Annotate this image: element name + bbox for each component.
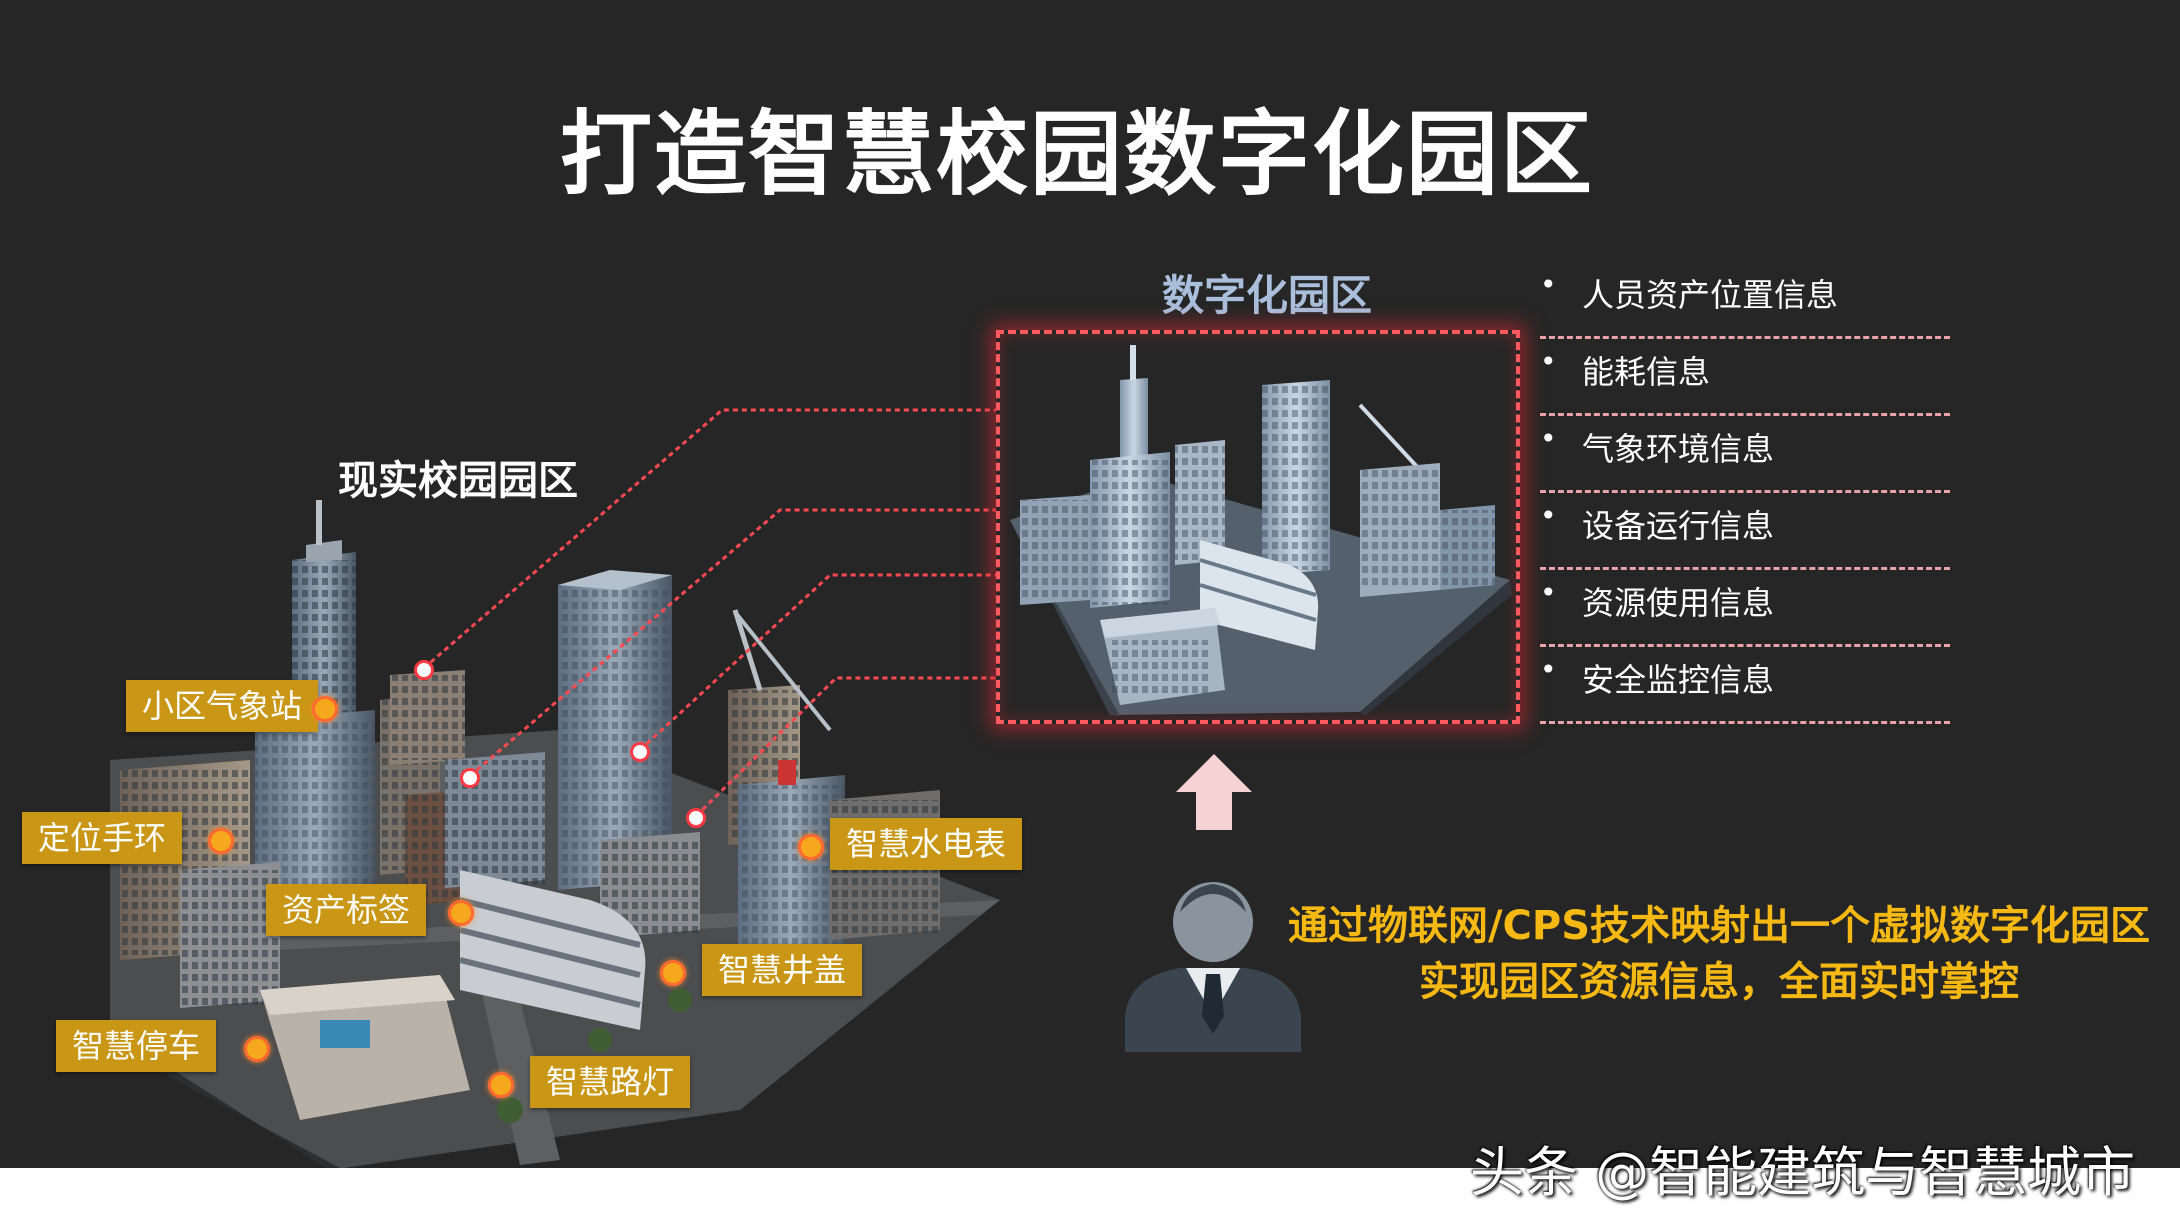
sensor-dot xyxy=(208,828,234,854)
message-line-2: 实现园区资源信息，全面实时掌控 xyxy=(1419,959,2019,1005)
bullet-icon: • xyxy=(1540,653,1557,686)
connector-lines xyxy=(423,408,996,818)
connector-dot-4 xyxy=(686,808,706,828)
connector-line-2 xyxy=(469,508,996,778)
sensor-dot xyxy=(312,696,338,722)
digital-campus-frame xyxy=(996,330,1520,724)
list-item: • 能耗信息 xyxy=(1540,339,1950,416)
list-item: • 气象环境信息 xyxy=(1540,416,1950,493)
businessman-icon xyxy=(1125,882,1301,1052)
tag-weather-station: 小区气象站 xyxy=(126,680,319,732)
bullet-icon: • xyxy=(1540,499,1557,532)
tag-street-light: 智慧路灯 xyxy=(530,1056,691,1108)
connector-dot-2 xyxy=(460,768,480,788)
digital-campus-label: 数字化园区 xyxy=(1162,271,1373,320)
list-item: • 安全监控信息 xyxy=(1540,647,1950,724)
sensor-dot xyxy=(488,1072,514,1098)
list-item: • 资源使用信息 xyxy=(1540,570,1950,647)
bullet-icon: • xyxy=(1540,422,1557,455)
watermark: 头条 @智能建筑与智慧城市 xyxy=(1470,1141,2136,1204)
list-item: • 设备运行信息 xyxy=(1540,493,1950,570)
bullet-icon: • xyxy=(1540,268,1557,301)
sensor-dot xyxy=(448,900,474,926)
summary-message: 通过物联网/CPS技术映射出一个虚拟数字化园区 实现园区资源信息，全面实时掌控 xyxy=(1262,898,2176,1010)
connector-dot-3 xyxy=(630,742,650,762)
slide: 打造智慧校园数字化园区 xyxy=(0,0,2180,1168)
bullet-icon: • xyxy=(1540,345,1557,378)
connector-line-4 xyxy=(694,676,996,818)
sensor-dot xyxy=(660,960,686,986)
tag-asset: 资产标签 xyxy=(266,884,427,936)
tag-bracelet: 定位手环 xyxy=(22,812,183,864)
tag-water-meter: 智慧水电表 xyxy=(830,818,1023,870)
page-title: 打造智慧校园数字化园区 xyxy=(560,101,1595,208)
up-arrow-icon xyxy=(1176,754,1252,830)
bullet-icon: • xyxy=(1540,576,1557,609)
connector-dot-1 xyxy=(414,660,434,680)
digital-campus-illustration xyxy=(1010,345,1512,716)
connector-line-3 xyxy=(638,573,996,752)
sensor-dot xyxy=(244,1036,270,1062)
tag-parking: 智慧停车 xyxy=(56,1020,217,1072)
connector-line-1 xyxy=(423,408,996,670)
sensor-dot xyxy=(798,834,824,860)
tag-manhole: 智慧井盖 xyxy=(702,944,863,996)
list-item: • 人员资产位置信息 xyxy=(1540,262,1950,339)
info-list: • 人员资产位置信息 • 能耗信息 • 气象环境信息 • 设备运行信息 • 资源… xyxy=(1540,262,1950,724)
real-campus-label: 现实校园园区 xyxy=(338,458,578,504)
message-line-1: 通过物联网/CPS技术映射出一个虚拟数字化园区 xyxy=(1287,903,2151,949)
